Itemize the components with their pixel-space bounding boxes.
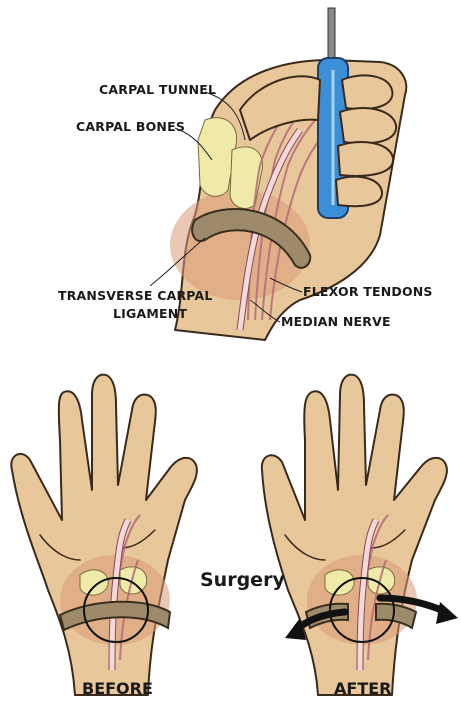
label-carpal-tunnel: CARPAL TUNNEL bbox=[99, 82, 216, 97]
open-hand-before bbox=[11, 375, 197, 695]
label-carpal-bones: CARPAL BONES bbox=[76, 119, 185, 134]
label-median-nerve: MEDIAN NERVE bbox=[281, 314, 391, 329]
label-transverse-ligament-line1: TRANSVERSE CARPAL bbox=[58, 288, 213, 303]
label-flexor-tendons: FLEXOR TENDONS bbox=[303, 284, 433, 299]
label-transverse-ligament-line2: LIGAMENT bbox=[113, 306, 187, 321]
label-after: AFTER bbox=[334, 679, 391, 698]
label-surgery: Surgery bbox=[200, 569, 285, 591]
open-hand-after bbox=[262, 375, 458, 695]
label-before: BEFORE bbox=[82, 679, 153, 698]
